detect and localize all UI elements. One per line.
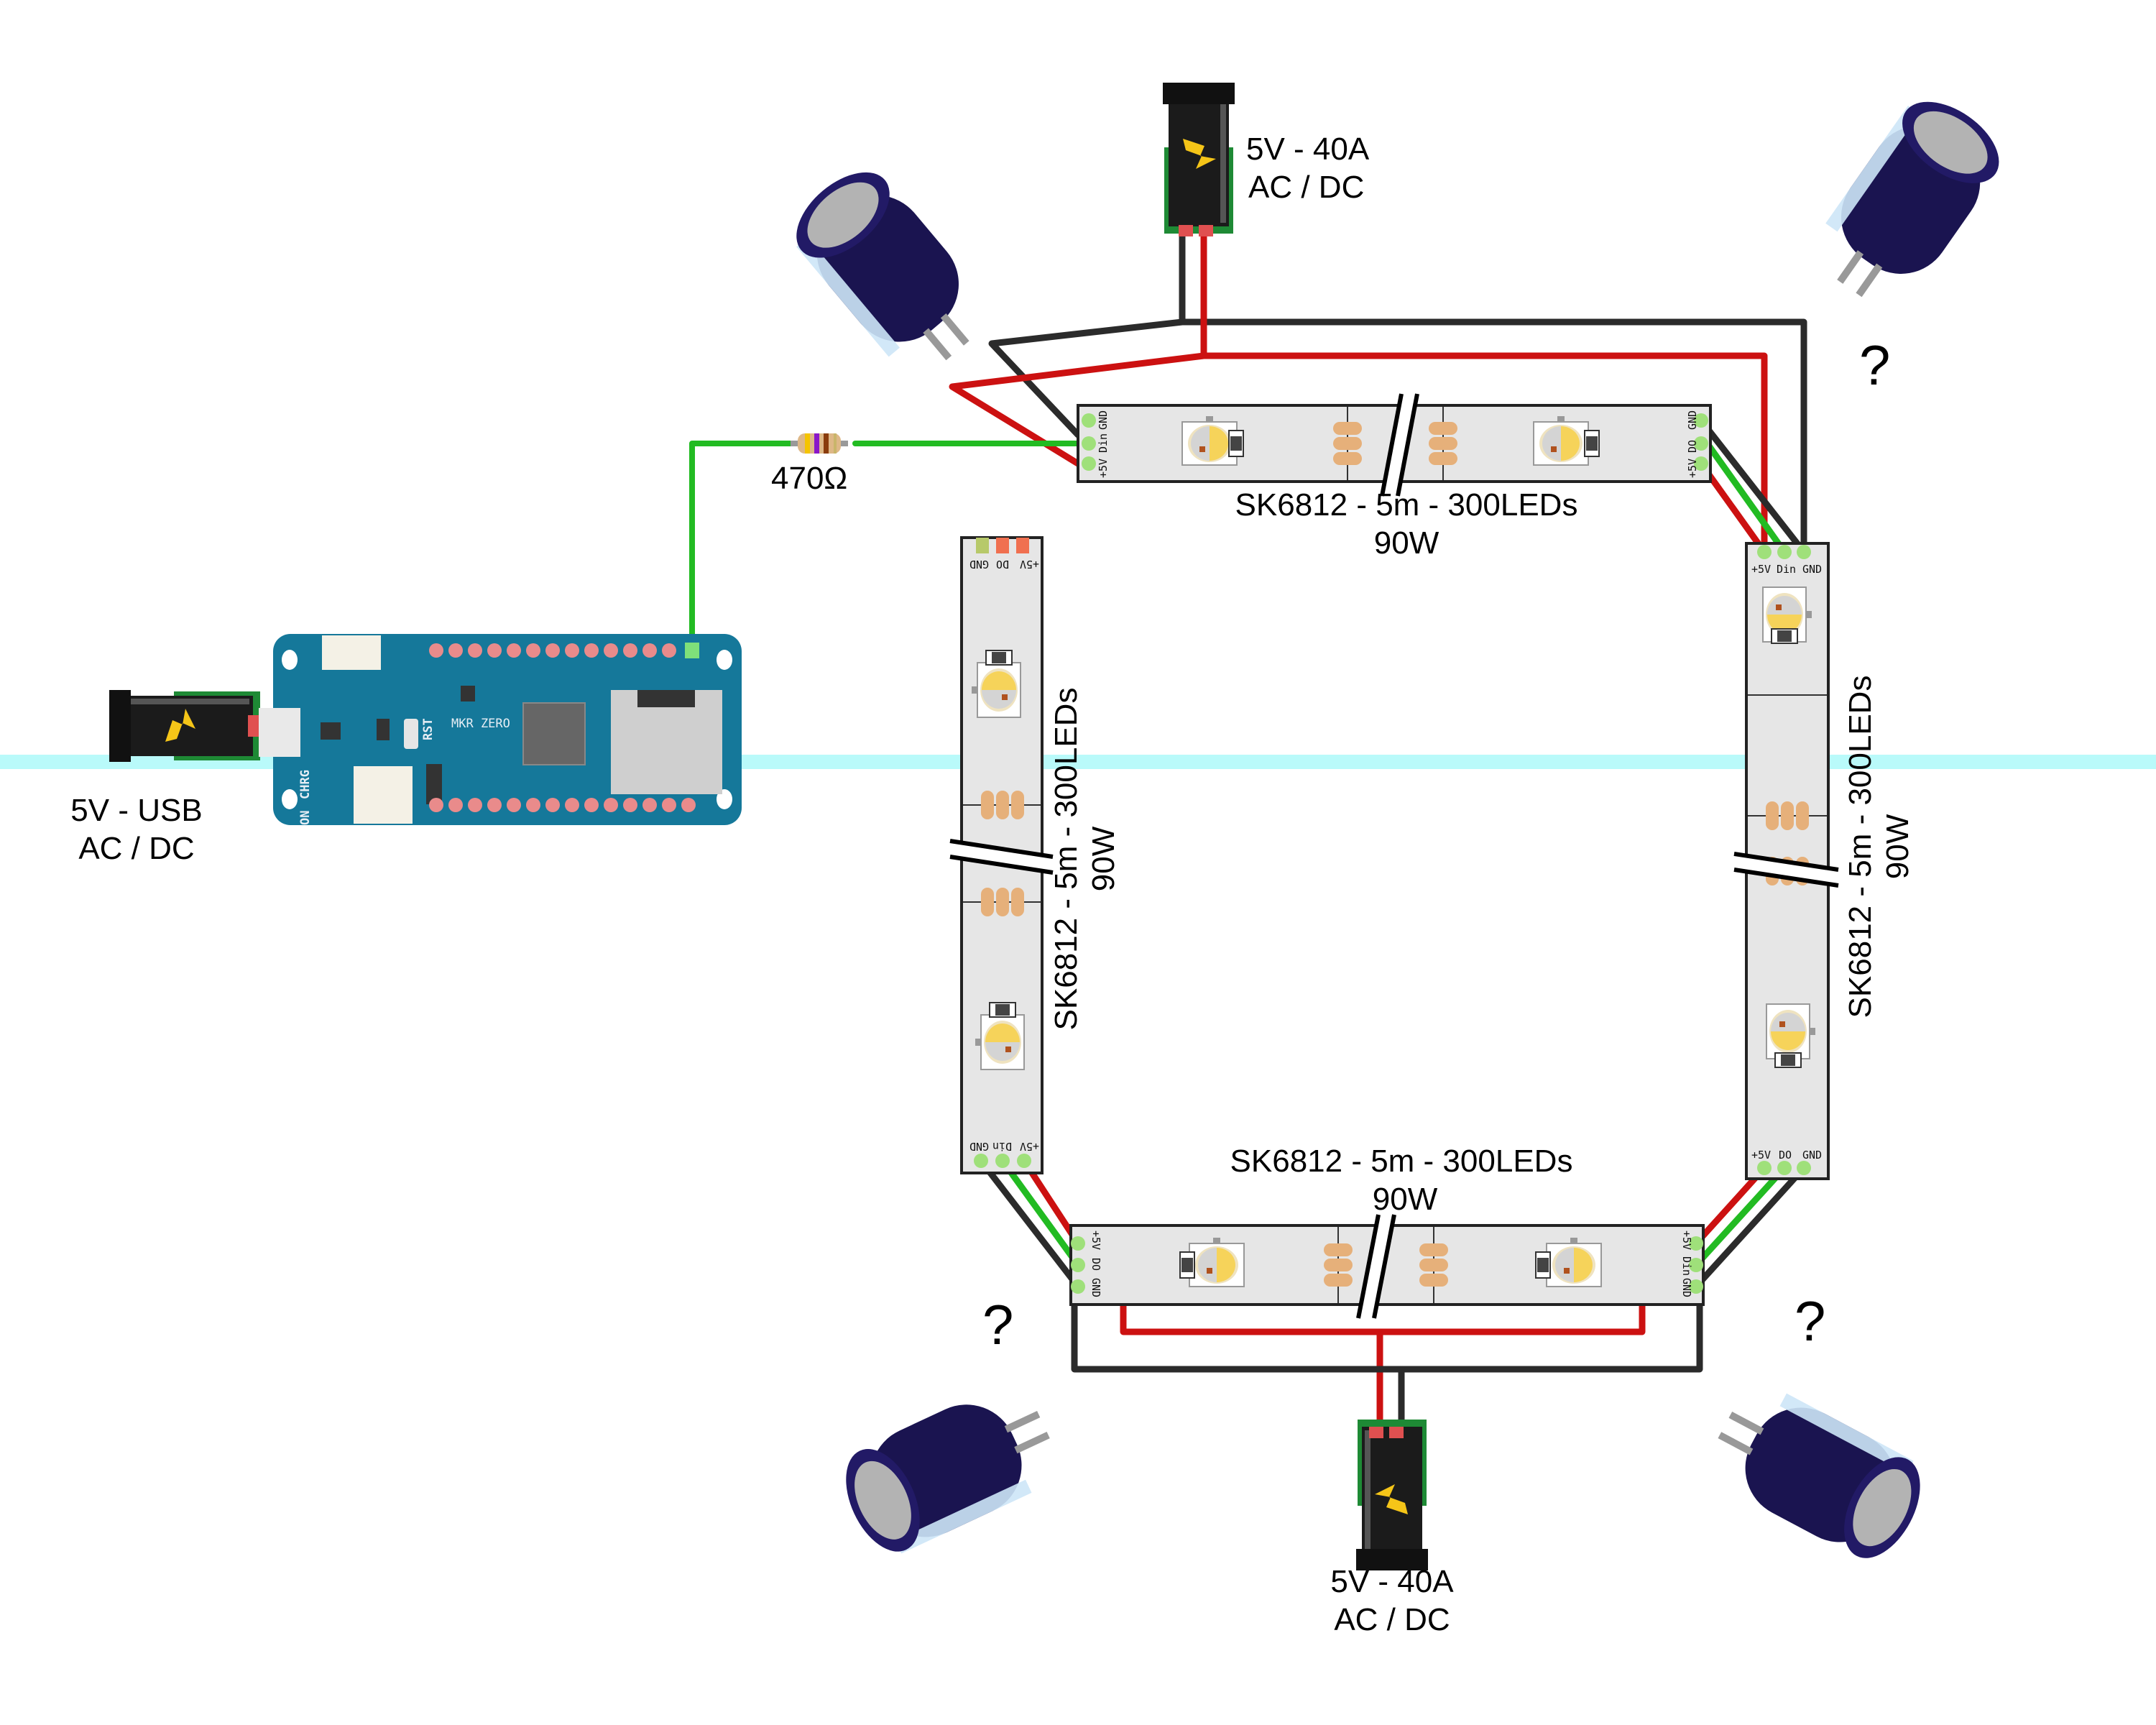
pin-label-gnd: GND: [969, 558, 989, 571]
resistor-label: 470Ω: [771, 461, 847, 496]
power-jack-usb[interactable]: [109, 690, 260, 762]
header-bottom: [429, 798, 696, 812]
capacitor-top-right[interactable]: [1802, 84, 2015, 321]
strip-top-label: SK6812 - 5m - 300LEDs: [1235, 487, 1578, 523]
strip-bottom-power: 90W: [1373, 1182, 1438, 1217]
pin-label-din: Din: [1680, 1256, 1693, 1276]
pin-label-5v: +5V: [1680, 1230, 1693, 1250]
pin-label-gnd: GND: [1089, 1278, 1102, 1297]
on-led-label: ON: [298, 811, 313, 825]
wire-5v-top-to-right: [1200, 352, 1768, 556]
pin-label-do: DO: [996, 558, 1009, 571]
pin-label-din: Din: [1097, 433, 1110, 453]
header-top: [429, 643, 676, 658]
pin-label-5v: +5V: [1751, 1149, 1771, 1162]
pin-label-do: DO: [1779, 1149, 1792, 1162]
pin-label-5v: +5V: [1097, 459, 1110, 478]
power-supply-bottom-line2: AC / DC: [1334, 1602, 1450, 1637]
power-supply-top-line2: AC / DC: [1248, 170, 1364, 205]
led-strip-right[interactable]: +5V Din GND +5V DO GND: [1733, 542, 1839, 1180]
capacitor-top-right-note: ?: [1859, 334, 1890, 397]
strip-right-power: 90W: [1880, 814, 1915, 879]
capacitor-bottom-left[interactable]: [830, 1374, 1068, 1565]
pin-label-do: DO: [1089, 1258, 1102, 1271]
pin-label-do: DO: [1686, 440, 1699, 453]
pin-label-5v: +5V: [1089, 1230, 1102, 1250]
capacitor-bottom-left-note: ?: [982, 1293, 1013, 1356]
pin-label-gnd: GND: [1802, 563, 1822, 576]
pin-label-gnd: GND: [1680, 1278, 1693, 1297]
pin-label-5v: +5V: [1020, 1140, 1039, 1153]
wire-gnd-top-supply: [988, 225, 1186, 438]
arduino-mkr-zero-board[interactable]: MKR ZERO RST CHRG ON: [259, 634, 742, 825]
power-jack-bottom[interactable]: [1356, 1420, 1428, 1570]
strip-bottom-label: SK6812 - 5m - 300LEDs: [1230, 1144, 1573, 1179]
pin-label-gnd: GND: [1802, 1149, 1822, 1162]
capacitor-bottom-right-note: ?: [1795, 1289, 1825, 1353]
pin-label-gnd: GND: [1686, 410, 1699, 430]
capacitor-top-left[interactable]: [779, 155, 1000, 387]
pin-label-5v: +5V: [1686, 459, 1699, 478]
pin-label-din: Din: [1777, 563, 1796, 576]
power-supply-usb-line2: AC / DC: [78, 831, 194, 866]
power-supply-usb-line1: 5V - USB: [70, 793, 202, 828]
strip-left-label: SK6812 - 5m - 300LEDs: [1049, 688, 1084, 1031]
strip-left-power: 90W: [1086, 826, 1121, 891]
pin-label-5v: +5V: [1751, 563, 1771, 576]
led-strip-top[interactable]: +5V Din GND +5V DO GND: [1077, 393, 1712, 497]
capacitor-bottom-right[interactable]: [1699, 1374, 1937, 1573]
power-supply-bottom-line1: 5V - 40A: [1330, 1564, 1454, 1599]
reset-button: [404, 719, 418, 749]
strip-right-label: SK6812 - 5m - 300LEDs: [1843, 676, 1878, 1018]
strip-top-power: 90W: [1374, 525, 1439, 561]
led-strip-left[interactable]: +5V DO GND +5V Din GND: [949, 536, 1054, 1174]
wire-data-arduino: [689, 441, 793, 645]
pin-label-din: Din: [992, 1140, 1012, 1153]
pin-label-gnd: GND: [969, 1140, 989, 1153]
resistor[interactable]: [791, 433, 848, 454]
wire-5v-top-supply: [949, 225, 1207, 467]
pin-label-5v: +5V: [1020, 558, 1039, 571]
wire-gnd-top-to-right: [1179, 318, 1807, 556]
pin-label-gnd: GND: [1097, 410, 1110, 430]
board-name-label: MKR ZERO: [451, 717, 510, 731]
power-supply-top-line1: 5V - 40A: [1246, 132, 1370, 167]
power-jack-top[interactable]: [1163, 83, 1235, 236]
reset-label: RST: [421, 718, 436, 740]
led-strip-bottom[interactable]: +5V DO GND +5V Din GND: [1069, 1214, 1705, 1319]
charge-led-label: CHRG: [298, 770, 313, 799]
